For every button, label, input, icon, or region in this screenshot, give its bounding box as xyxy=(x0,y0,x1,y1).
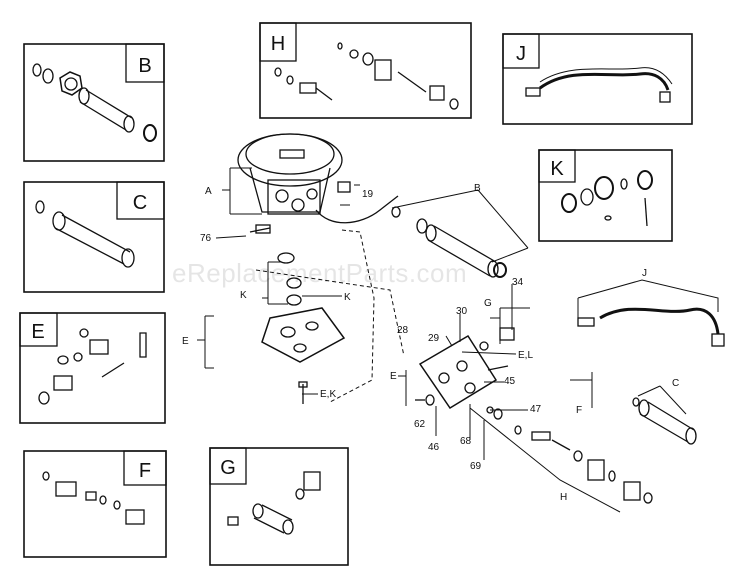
callout-62: 62 xyxy=(414,419,426,430)
callout-e-left: E xyxy=(182,336,189,347)
callout-j: J xyxy=(642,268,647,279)
callout-h: H xyxy=(560,492,567,503)
callout-28: 28 xyxy=(397,325,409,336)
inset-j-label: J xyxy=(516,43,526,65)
inset-h: H xyxy=(259,22,472,119)
cylinder-b xyxy=(391,206,507,278)
callout-29: 29 xyxy=(428,333,440,344)
callout-labels: A B C E E F G H J K K E,K E,L 19 76 34 3… xyxy=(182,183,679,503)
callout-b: B xyxy=(474,183,481,194)
callout-k-upper: K xyxy=(240,290,247,301)
callout-k-right: K xyxy=(344,292,351,303)
callout-c: C xyxy=(672,378,679,389)
callout-46: 46 xyxy=(428,442,440,453)
callout-34: 34 xyxy=(512,277,524,288)
callout-g: G xyxy=(484,298,492,309)
valve-h-main xyxy=(514,425,653,504)
leader-lines xyxy=(197,167,719,513)
callout-ek: E,K xyxy=(320,389,336,400)
inset-g: G xyxy=(209,447,349,566)
callout-a: A xyxy=(205,186,212,197)
callout-76: 76 xyxy=(200,233,212,244)
inset-h-label: H xyxy=(271,33,285,55)
inset-e: E xyxy=(19,312,166,424)
callout-f: F xyxy=(576,405,582,416)
callout-30: 30 xyxy=(456,306,468,317)
callout-el: E,L xyxy=(518,350,533,361)
callout-e-right: E xyxy=(390,371,397,382)
pump-head-a xyxy=(237,133,399,234)
inset-e-label: E xyxy=(31,321,44,343)
callout-47: 47 xyxy=(530,404,542,415)
inset-j: J xyxy=(502,33,693,125)
manifold-k xyxy=(261,252,346,404)
callout-69: 69 xyxy=(470,461,482,472)
cylinder-c-main xyxy=(632,397,697,445)
inset-g-label: G xyxy=(220,457,236,479)
inset-b-label: B xyxy=(138,55,151,77)
inset-k: K xyxy=(538,149,673,242)
inset-f-label: F xyxy=(139,460,151,482)
callout-19: 19 xyxy=(362,189,374,200)
inset-f: F xyxy=(23,450,167,558)
inset-c: C xyxy=(23,181,165,293)
inset-b: B xyxy=(23,43,165,162)
callout-45: 45 xyxy=(504,376,516,387)
callout-68: 68 xyxy=(460,436,472,447)
inset-c-label: C xyxy=(133,192,147,214)
hose-j-main xyxy=(577,307,725,347)
inset-k-label: K xyxy=(550,158,564,180)
